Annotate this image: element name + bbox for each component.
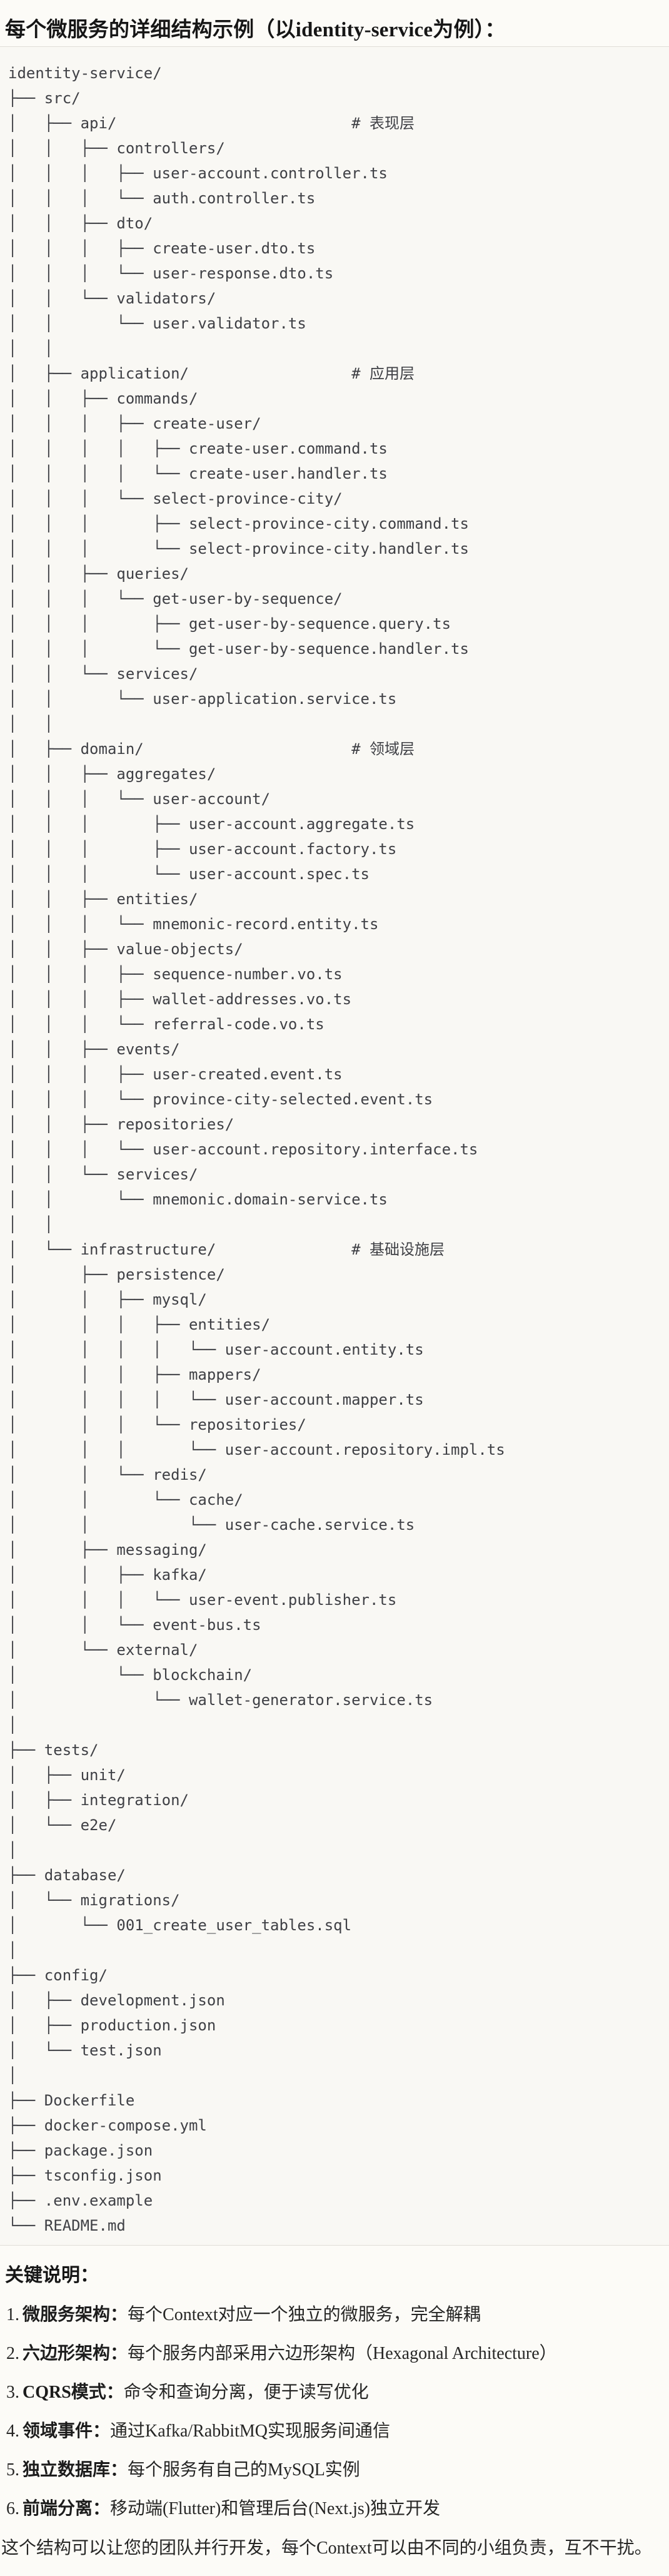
list-item: 3.CQRS模式：命令和查询分离，便于读写优化 [6,2381,669,2403]
notes-list: 1.微服务架构：每个Context对应一个独立的微服务，完全解耦 2.六边形架构：… [6,2304,669,2520]
list-item-term: 独立数据库： [23,2460,128,2480]
list-item-number: 6. [6,2499,19,2519]
list-item-number: 5. [6,2460,19,2480]
list-item-number: 4. [6,2421,19,2441]
list-item-number: 2. [6,2344,19,2364]
list-item: 1.微服务架构：每个Context对应一个独立的微服务，完全解耦 [6,2304,669,2326]
list-item: 2.六边形架构：每个服务内部采用六边形架构（Hexagonal Architec… [6,2343,669,2365]
list-item-description: 通过Kafka/RabbitMQ实现服务间通信 [110,2421,390,2441]
list-item-description: 移动端(Flutter)和管理后台(Next.js)独立开发 [110,2499,441,2519]
list-item-term: 六边形架构： [23,2344,128,2364]
document-body: { "page": { "title": "每个微服务的详细结构示例（以iden… [0,18,669,2572]
list-item-term: 前端分离： [23,2499,111,2519]
list-item-number: 1. [6,2305,19,2325]
list-item-term: CQRS模式： [23,2383,124,2403]
list-item-number: 3. [6,2383,19,2403]
list-item: 6.前端分离：移动端(Flutter)和管理后台(Next.js)独立开发 [6,2498,669,2520]
closing-paragraph: 这个结构可以让您的团队并行开发，每个Context可以由不同的小组负责，互不干扰… [1,2538,652,2558]
directory-tree-code-block: identity-service/ ├── src/ │ ├── api/ # … [0,46,669,2246]
list-item-term: 微服务架构： [23,2305,128,2325]
notes-heading: 关键说明： [5,2265,99,2286]
list-item-description: 每个服务有自己的MySQL实例 [128,2460,360,2480]
list-item-description: 每个Context对应一个独立的微服务，完全解耦 [128,2305,481,2325]
list-item-description: 命令和查询分离，便于读写优化 [123,2383,369,2403]
list-item: 5.独立数据库：每个服务有自己的MySQL实例 [6,2459,669,2481]
list-item: 4.领域事件：通过Kafka/RabbitMQ实现服务间通信 [6,2420,669,2442]
list-item-term: 领域事件： [23,2421,111,2441]
list-item-description: 每个服务内部采用六边形架构（Hexagonal Architecture） [128,2344,557,2364]
page-title: 每个微服务的详细结构示例（以identity-service为例）： [5,19,506,41]
